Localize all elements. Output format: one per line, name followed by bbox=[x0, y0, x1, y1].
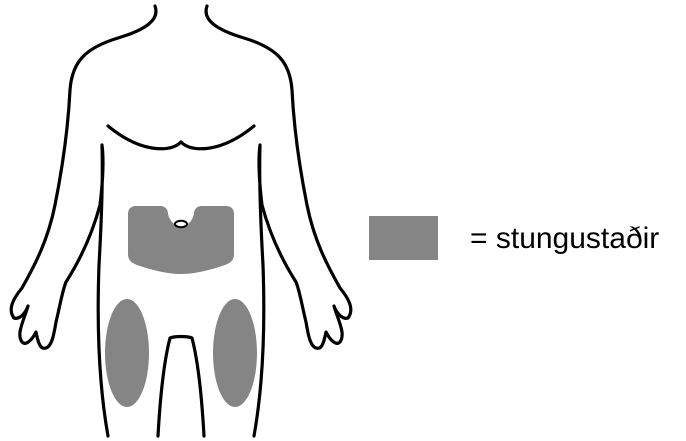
legend-label: = stungustaðir bbox=[470, 221, 659, 257]
chest-line bbox=[108, 126, 254, 149]
right-thigh-injection-site bbox=[213, 299, 257, 407]
injection-sites bbox=[105, 206, 257, 407]
left-thigh-injection-site bbox=[105, 299, 149, 407]
legend-swatch bbox=[369, 216, 438, 260]
navel-icon bbox=[175, 221, 187, 227]
body-outline-crotch bbox=[158, 337, 204, 437]
abdomen-injection-site bbox=[128, 206, 234, 274]
